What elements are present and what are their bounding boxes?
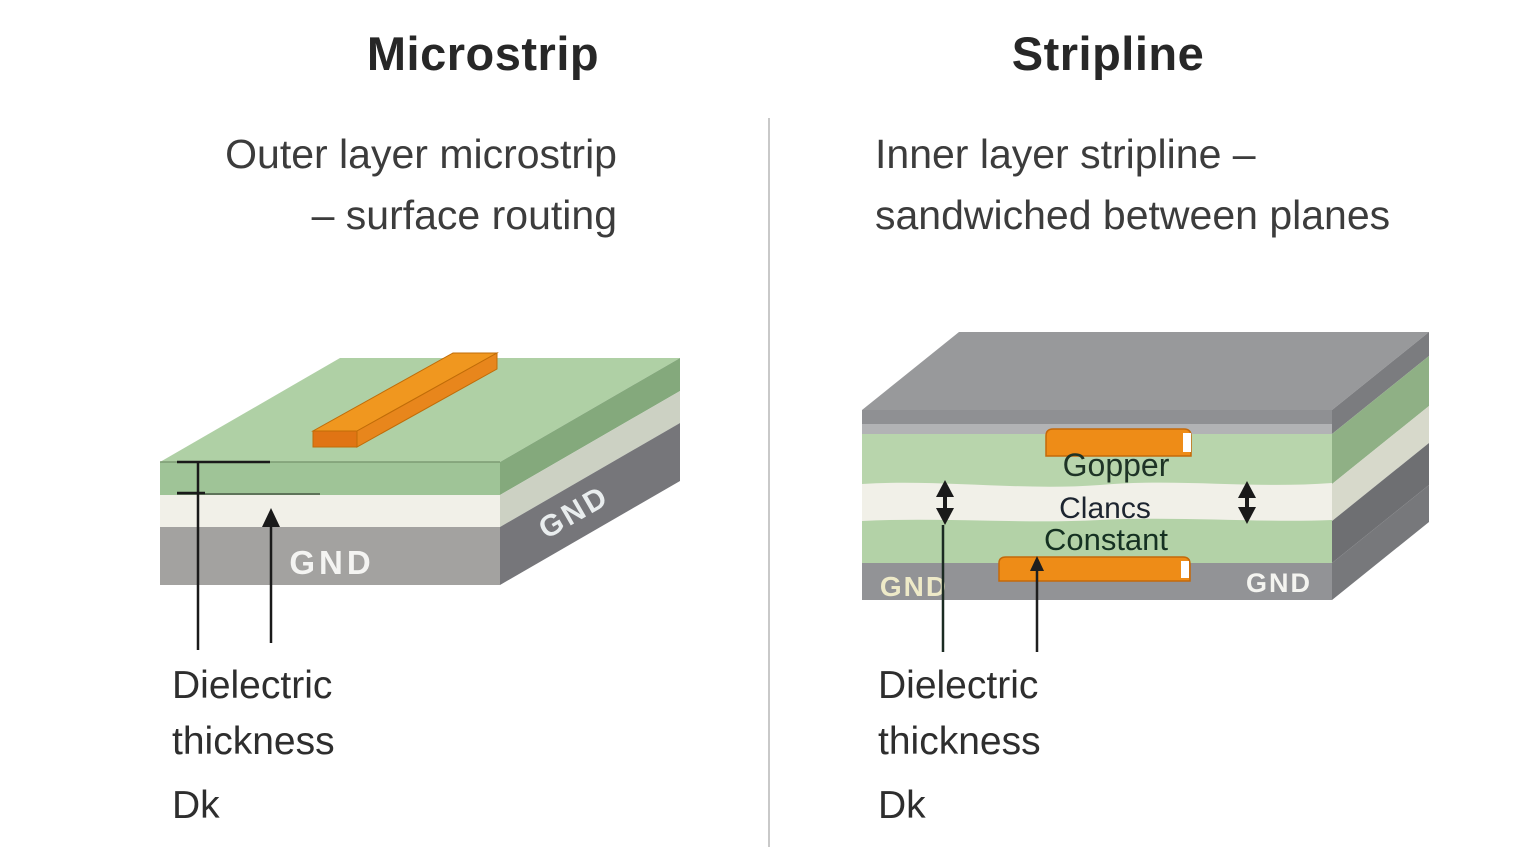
stripline-side-dielectric (1332, 406, 1429, 521)
trace-body (998, 556, 1191, 582)
stripline-front-green-layer-upper (862, 434, 1332, 487)
stripline-front-green-layer-lower (862, 518, 1332, 563)
stripline-layer-text-3: Constant (1044, 522, 1168, 557)
microstrip-subtitle-line1: Outer layer microstrip (225, 131, 617, 177)
microstrip-dk-label: Dk (172, 784, 220, 827)
stripline-dk-label: Dk (878, 784, 926, 827)
stripline-subtitle-line1: Inner layer stripline – (875, 131, 1256, 177)
microstrip-dielectric-label: Dielectric thickness (172, 658, 335, 770)
double-arrow-left-head-down (936, 508, 954, 525)
microstrip-subtitle: Outer layer microstrip – surface routing (225, 124, 617, 246)
trace-end-face (312, 430, 358, 448)
microstrip-title: Microstrip (366, 27, 600, 80)
microstrip-front-ground-layer (160, 527, 500, 585)
microstrip-front-green-layer (160, 462, 500, 495)
stripline-top-copper-trace (1045, 428, 1192, 457)
microstrip-dielectric-label-line1: Dielectric (172, 664, 333, 707)
stripline-layer-text-2: Clancs (1059, 492, 1151, 525)
microstrip-subtitle-line2: – surface routing (311, 192, 617, 238)
stripline-dielectric-label-line1: Dielectric (878, 664, 1039, 707)
stripline-annotations (941, 525, 1044, 652)
stripline-layer-text-1: Gopper (1063, 447, 1170, 483)
trace-notch (1181, 561, 1189, 578)
double-arrow-right-head-down (1238, 507, 1256, 524)
microstrip-annotations (177, 460, 273, 650)
microstrip-side-ground-layer (500, 423, 680, 585)
column-divider (768, 118, 770, 847)
stripline-side-ground-plane (1332, 485, 1429, 600)
microstrip-gnd-front-label: GND (289, 544, 374, 581)
trace-leader-arrow-head (1030, 556, 1044, 571)
microstrip-front-dielectric-layer (160, 495, 500, 527)
stripline-bottom-copper-trace (998, 556, 1191, 582)
double-arrow-right-head-up (1238, 481, 1256, 498)
stripline-dielectric-arrows (936, 480, 1256, 525)
microstrip-dielectric-label-line2: thickness (172, 720, 335, 763)
microstrip-board: GND GND (160, 352, 680, 650)
microstrip-side-dielectric-layer (500, 391, 680, 527)
stripline-dielectric-label-line2: thickness (878, 720, 1041, 763)
stripline-gnd-right-label: GND (1246, 568, 1312, 598)
double-arrow-left-head-up (936, 480, 954, 497)
microstrip-side-green-layer (500, 358, 680, 495)
stripline-board: Gopper Clancs Constant GND GND (862, 332, 1429, 652)
trace-notch (1183, 433, 1191, 452)
microstrip-copper-trace (311, 352, 499, 448)
stripline-side-green-lower (1332, 443, 1429, 563)
stripline-title: Stripline (1011, 27, 1205, 80)
stripline-subtitle: Inner layer stripline – sandwiched betwe… (875, 124, 1390, 246)
stripline-subtitle-line2: sandwiched between planes (875, 192, 1391, 238)
stripline-side-top-plane (1332, 332, 1429, 434)
dielectric-arrow-head (262, 508, 280, 527)
stripline-gnd-left-label: GND (880, 571, 948, 602)
stripline-side-green-upper (1332, 356, 1429, 484)
stripline-top-face (862, 332, 1429, 410)
stripline-dielectric-label: Dielectric thickness (878, 658, 1041, 770)
